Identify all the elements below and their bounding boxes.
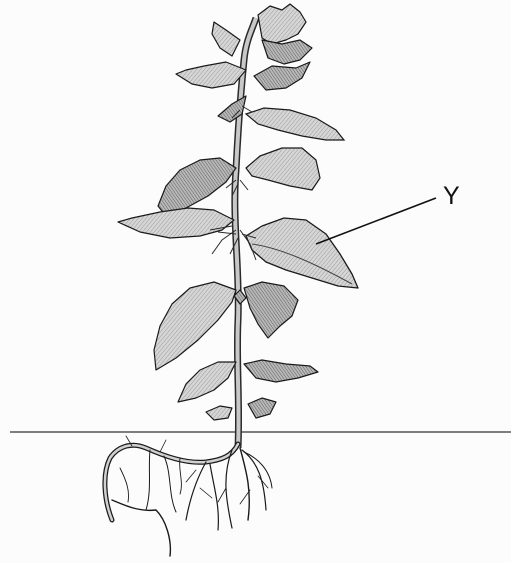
leaf-y [246, 218, 358, 288]
lower-leaf-pair [154, 282, 298, 370]
bottom-leaves [178, 360, 318, 420]
label-y-leader-line [316, 198, 436, 244]
roots-rhizome [105, 436, 272, 556]
upper-right-leaf [246, 108, 344, 140]
label-y: Y [443, 184, 460, 209]
